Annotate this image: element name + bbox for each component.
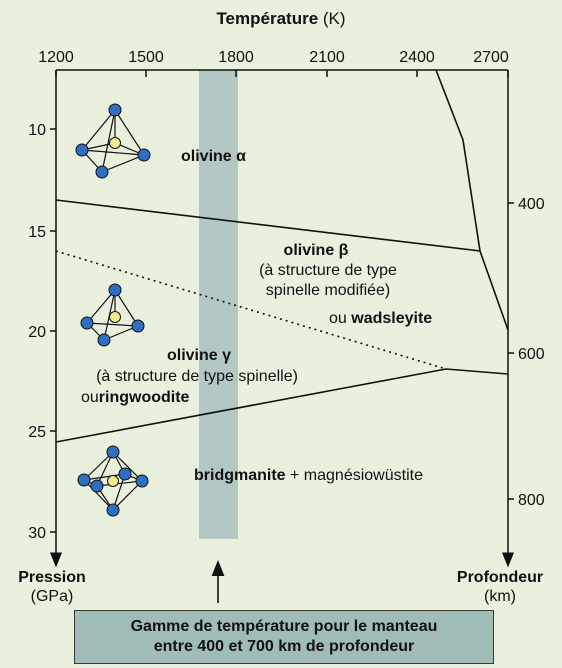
boundary-gamma-bridgmanite — [55, 368, 509, 443]
top-temperature-axis — [55, 69, 509, 77]
mantle-temperature-band — [199, 70, 238, 539]
pressure-axis-title: Pression — [18, 569, 86, 586]
phase-gamma-structure-line: (à structure de type spinelle) — [96, 368, 298, 385]
temp-tick-1200: 1200 — [38, 49, 74, 66]
depth-ticks — [508, 202, 514, 500]
temp-tick-2100: 2100 — [309, 49, 345, 66]
phase-gamma-alternate-name: ouringwoodite — [81, 389, 190, 406]
boundary-beta-gamma-dotted — [55, 250, 447, 370]
temp-tick-1800: 1800 — [218, 49, 254, 66]
olivine-gamma-structure-icon — [80, 283, 145, 347]
phase-label-olivine-gamma: olivine γ — [167, 347, 231, 364]
depth-tick-800: 800 — [518, 492, 545, 509]
pressure-axis-unit: (GPa) — [31, 588, 74, 605]
phase-boundaries — [55, 69, 509, 443]
caption-line-2: entre 400 et 700 km de profondeur — [153, 638, 415, 655]
depth-tick-600: 600 — [518, 346, 545, 363]
caption-box: Gamme de température pour le manteau ent… — [74, 610, 494, 664]
phase-beta-structure-line1: (à structure de type — [259, 262, 397, 279]
phase-beta-structure-line2: spinelle modifiée) — [266, 282, 391, 299]
temperature-axis-title: Température (K) — [216, 9, 345, 28]
bridgmanite-structure-icon — [77, 445, 149, 517]
pressure-tick-10: 10 — [28, 122, 46, 139]
temperature-tick-labels: 1200 1500 1800 2100 2400 2700 — [38, 49, 509, 66]
temp-tick-2700: 2700 — [473, 49, 509, 66]
phase-beta-alternate-name: ou wadsleyite — [329, 310, 432, 327]
phase-label-bridgmanite: bridgmanite + magnésiowüstite — [194, 467, 423, 484]
pressure-tick-labels: 10 15 20 25 30 — [28, 122, 46, 542]
pressure-ticks — [50, 128, 56, 533]
caption-line-1: Gamme de température pour le manteau — [130, 618, 438, 635]
pressure-tick-30: 30 — [28, 525, 46, 542]
pressure-tick-15: 15 — [28, 224, 46, 241]
depth-tick-labels: 400 600 800 — [518, 196, 545, 509]
phase-label-olivine-beta: olivine β — [284, 242, 349, 259]
olivine-alpha-structure-icon — [75, 103, 151, 179]
depth-axis-unit: (km) — [484, 588, 516, 605]
depth-axis-title: Profondeur — [457, 569, 543, 586]
temp-tick-1500: 1500 — [128, 49, 164, 66]
pressure-tick-25: 25 — [28, 424, 46, 441]
pressure-tick-20: 20 — [28, 324, 46, 341]
boundary-high-temperature — [435, 69, 481, 252]
phase-label-olivine-alpha: olivine α — [181, 148, 246, 165]
depth-tick-400: 400 — [518, 196, 545, 213]
temp-tick-2400: 2400 — [399, 49, 435, 66]
